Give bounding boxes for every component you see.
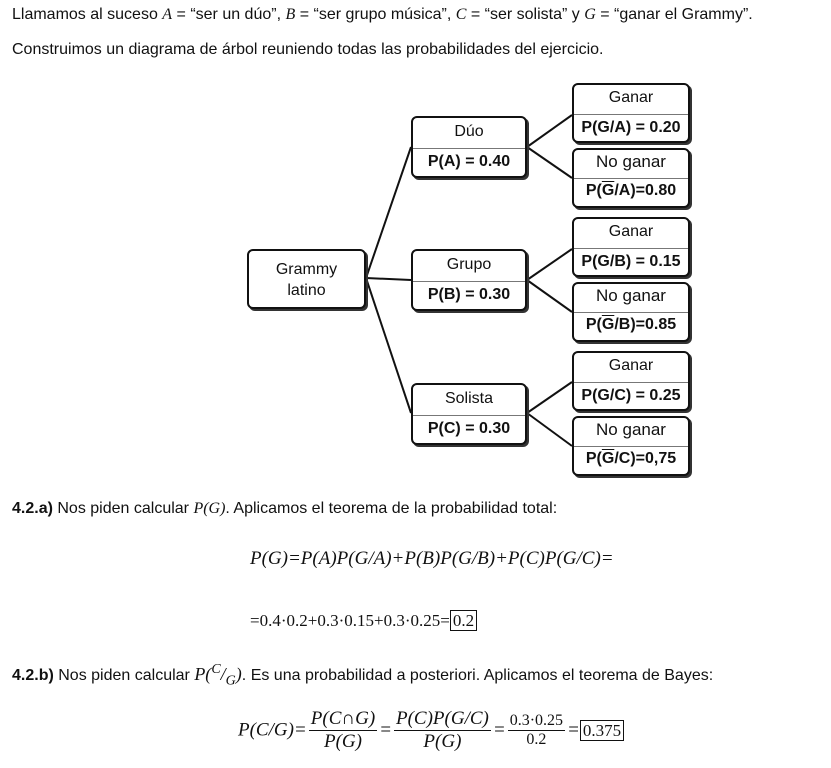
intro-text: = “ser un dúo”, xyxy=(172,6,286,23)
root-label-line-1: Grammy xyxy=(275,261,338,278)
part-a-statement: 4.2.a) Nos piden calcular P(G). Aplicamo… xyxy=(12,500,558,517)
leaf-probability: P(G/B) = 0.15 xyxy=(581,253,681,270)
leaf-name: No ganar xyxy=(596,152,666,171)
branch-grupo-lose xyxy=(526,279,573,313)
node-name: Grupo xyxy=(446,256,492,273)
branch-root-grupo xyxy=(365,277,412,281)
event-b-symbol: B xyxy=(285,6,296,23)
node-name: Solista xyxy=(444,390,494,407)
event-g-symbol: G xyxy=(584,6,596,23)
result-box-a: 0.2 xyxy=(449,610,478,631)
tree-leaf-c-win: Ganar P(G/C) = 0.25 xyxy=(572,351,690,411)
tree-leaf-a-win: Ganar P(G/A) = 0.20 xyxy=(572,83,690,143)
total-probability-calculation: =0.4·0.2+0.3·0.15+0.3·0.25=0.2 xyxy=(250,610,478,631)
tree-node-solista: Solista P(C) = 0.30 xyxy=(411,383,527,445)
total-probability-formula: P(G)=P(A)P(G/A)+P(B)P(G/B)+P(C)P(G/C)= xyxy=(250,548,614,569)
intro-text: Llamamos al suceso xyxy=(12,6,163,23)
tree-connectors xyxy=(365,114,573,447)
leaf-name: No ganar xyxy=(596,420,666,439)
result-box-b: 0.375 xyxy=(579,719,625,741)
branch-duo-lose xyxy=(526,146,573,179)
intro-text: = “ser solista” y xyxy=(466,6,585,23)
part-a-label: 4.2.a) xyxy=(12,500,53,517)
root-label-line-2: latino xyxy=(287,282,326,299)
tree-leaf-b-lose: No ganar P(G/B)=0.85 xyxy=(572,282,690,342)
intro-line-2: Construimos un diagrama de árbol reunien… xyxy=(12,41,604,58)
pg-symbol: P(G) xyxy=(193,500,226,517)
leaf-probability: P(G/A) = 0.20 xyxy=(581,119,681,136)
intro-line-1: Llamamos al suceso A = “ser un dúo”, B =… xyxy=(12,6,753,24)
leaf-name: Ganar xyxy=(608,89,654,106)
leaf-name: Ganar xyxy=(608,357,654,374)
branch-solista-win xyxy=(526,381,573,414)
part-b-statement: 4.2.b) Nos piden calcular P(C/G). Es una… xyxy=(12,662,714,689)
node-probability: P(A) = 0.40 xyxy=(427,153,511,170)
node-probability: P(C) = 0.30 xyxy=(427,420,511,437)
intro-text: = “ser grupo música”, xyxy=(295,6,456,23)
bayes-formula: P(C/G)=P(C∩G)P(G)=P(C)P(G/C)P(G)=0.3·0.2… xyxy=(238,708,625,753)
leaf-probability: P(G/A)=0.80 xyxy=(585,182,677,199)
conditional-expression: P(C/G) xyxy=(194,662,242,689)
branch-duo-win xyxy=(526,114,573,148)
intro-text: = “ganar el Grammy”. xyxy=(595,6,753,23)
leaf-probability: P(G/B)=0.85 xyxy=(585,316,677,333)
tree-leaf-b-win: Ganar P(G/B) = 0.15 xyxy=(572,217,690,277)
event-a-symbol: A xyxy=(162,6,173,23)
fraction-2: P(C)P(G/C)P(G) xyxy=(393,708,491,752)
part-b-label: 4.2.b) xyxy=(12,667,54,684)
branch-grupo-win xyxy=(526,248,573,281)
leaf-name: No ganar xyxy=(596,286,666,305)
tree-node-duo: Dúo P(A) = 0.40 xyxy=(411,116,527,178)
branch-solista-lose xyxy=(526,412,573,447)
node-probability: P(B) = 0.30 xyxy=(427,286,511,303)
tree-root-box: Grammy latino xyxy=(247,249,366,309)
fraction-1: P(C∩G)P(G) xyxy=(308,708,378,752)
branch-root-duo xyxy=(365,146,412,279)
branch-root-solista xyxy=(365,277,412,414)
node-name: Dúo xyxy=(454,123,484,140)
tree-leaf-c-lose: No ganar P(G/C)=0,75 xyxy=(572,416,690,476)
tree-node-grupo: Grupo P(B) = 0.30 xyxy=(411,249,527,311)
tree-leaf-a-lose: No ganar P(G/A)=0.80 xyxy=(572,148,690,208)
event-c-symbol: C xyxy=(455,6,467,23)
leaf-name: Ganar xyxy=(608,223,654,240)
leaf-probability: P(G/C)=0,75 xyxy=(585,450,677,467)
leaf-probability: P(G/C) = 0.25 xyxy=(581,387,681,404)
